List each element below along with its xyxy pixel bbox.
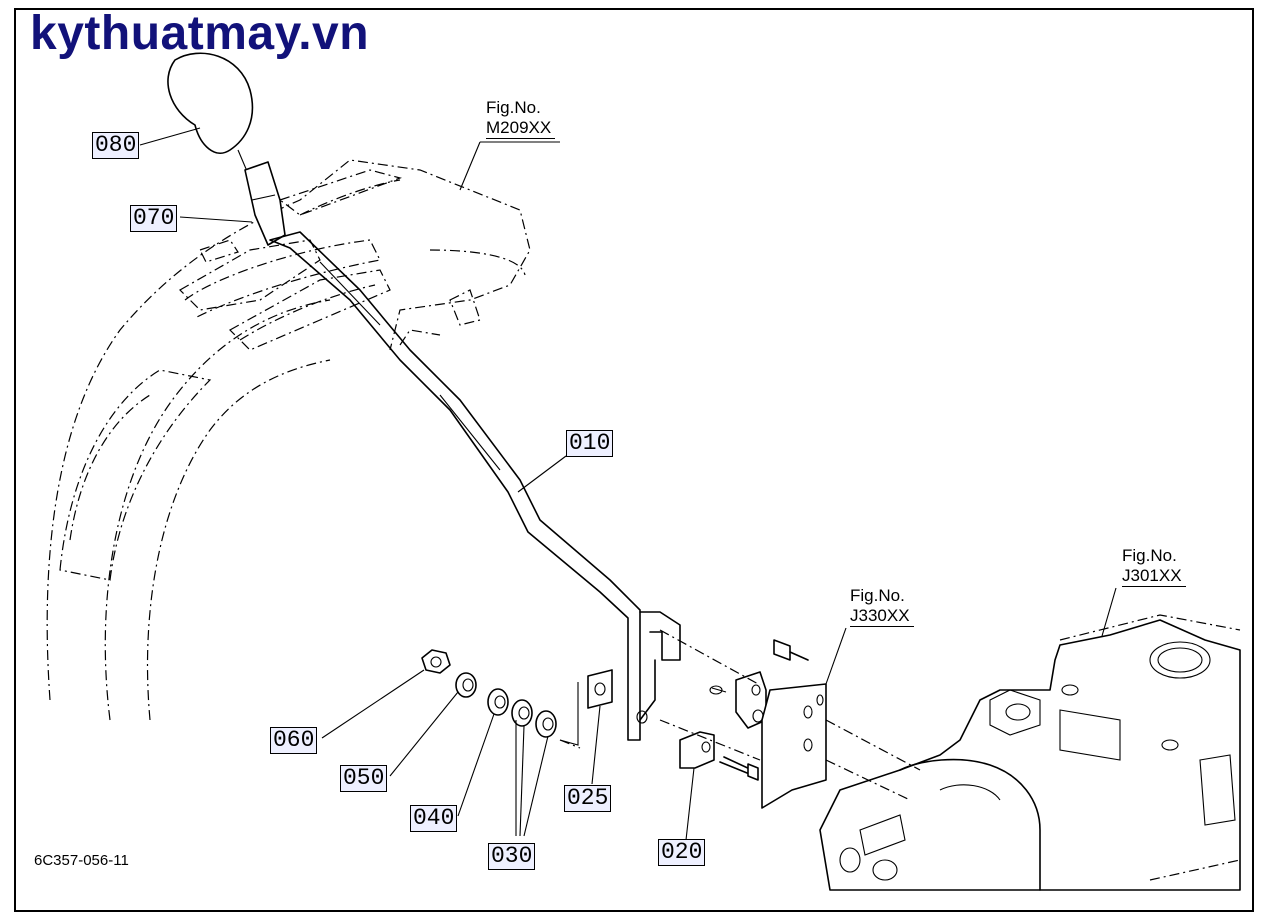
drawing-frame [14,8,1254,912]
fig-ref-number: M209XX [486,118,556,139]
spacer-plate [559,669,613,746]
fig-ref-j330: Fig.No. J330XX [850,586,914,627]
support-panel [761,683,827,809]
fastener-stack [421,649,557,738]
callout-030[interactable]: 030 [488,843,536,870]
site-watermark: kythuatmay.vn [30,7,370,60]
fig-ref-number: J301XX [1122,566,1186,587]
link-plate [709,639,809,729]
mounting-bracket [679,731,759,781]
lever-knob [167,52,256,191]
drawing-code: 6C357-056-11 [34,852,129,869]
fig-ref-label: Fig.No. [850,586,905,605]
fig-ref-m209: Fig.No. M209XX [486,98,556,139]
callout-040[interactable]: 040 [410,805,458,832]
transmission-housing [819,614,1241,891]
callout-060[interactable]: 060 [270,727,318,754]
callout-020[interactable]: 020 [658,839,706,866]
callout-leaders [139,127,1117,841]
callout-080[interactable]: 080 [92,132,140,159]
fig-ref-label: Fig.No. [1122,546,1177,565]
callout-050[interactable]: 050 [340,765,388,792]
callout-010[interactable]: 010 [566,430,614,457]
fender-cover-outline [46,159,531,721]
fig-ref-label: Fig.No. [486,98,541,117]
fig-ref-j301: Fig.No. J301XX [1122,546,1186,587]
callout-025[interactable]: 025 [564,785,612,812]
main-lever [269,231,681,741]
lever-grip [244,161,286,246]
fig-ref-number: J330XX [850,606,914,627]
callout-070[interactable]: 070 [130,205,178,232]
